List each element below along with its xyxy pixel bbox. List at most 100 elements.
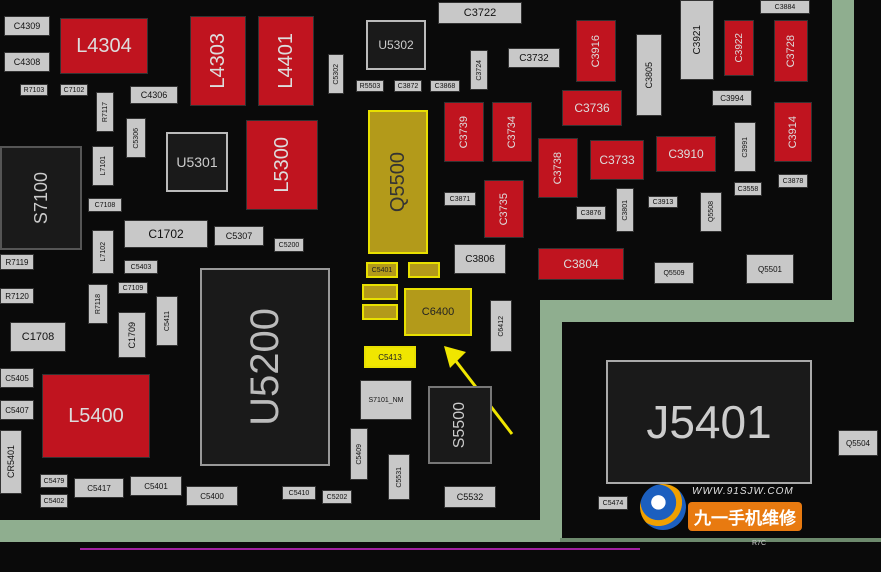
- inductor-l7101: L7101: [92, 146, 114, 186]
- resistor-r5503: R5503: [356, 80, 384, 92]
- capacitor-c5200: C5200: [274, 238, 304, 252]
- capacitor-small-highlighted-3[interactable]: [362, 304, 398, 320]
- capacitor-c3735: C3735: [484, 180, 524, 238]
- capacitor-c3728: C3728: [774, 20, 808, 82]
- capacitor-c5531: C5531: [388, 454, 410, 500]
- capacitor-c5411: C5411: [156, 296, 178, 346]
- capacitor-c5400: C5400: [186, 486, 238, 506]
- capacitor-c3921: C3921: [680, 0, 714, 80]
- capacitor-c3804: C3804: [538, 248, 624, 280]
- capacitor-c4306: C4306: [130, 86, 178, 104]
- capacitor-c5410: C5410: [282, 486, 316, 500]
- capacitor-c3738: C3738: [538, 138, 578, 198]
- capacitor-c3884: C3884: [760, 0, 810, 14]
- capacitor-c3868: C3868: [430, 80, 460, 92]
- ic-u5301: U5301: [166, 132, 228, 192]
- capacitor-c5403: C5403: [124, 260, 158, 274]
- capacitor-c5417: C5417: [74, 478, 124, 498]
- capacitor-c7102: C7102: [60, 84, 88, 96]
- ic-u5302: U5302: [366, 20, 426, 70]
- resistor-r7120: R7120: [0, 288, 34, 304]
- capacitor-c5402: C5402: [40, 494, 68, 508]
- watermark-logo: WWW.91SJW.COM 九一手机维修: [640, 480, 810, 536]
- trace-bottom-right: [560, 538, 881, 542]
- capacitor-c5413-highlighted[interactable]: C5413: [364, 346, 416, 368]
- capacitor-c3736: C3736: [562, 90, 622, 126]
- capacitor-c3876: C3876: [576, 206, 606, 220]
- capacitor-c5306: C5306: [126, 118, 146, 158]
- capacitor-c1709: C1709: [118, 312, 146, 358]
- logo-swirl-icon: [640, 484, 686, 530]
- diode-cr5401: CR5401: [0, 430, 22, 494]
- shield-s7100: S7100: [0, 146, 82, 250]
- capacitor-c5479: C5479: [40, 474, 68, 488]
- capacitor-c3805: C3805: [636, 34, 662, 116]
- inductor-l7102: L7102: [92, 230, 114, 274]
- inductor-l4304: L4304: [60, 18, 148, 74]
- capacitor-c5405: C5405: [0, 368, 34, 388]
- watermark-name: 九一手机维修: [688, 502, 802, 531]
- capacitor-c3724: C3724: [470, 50, 488, 90]
- mosfet-q5500-highlighted[interactable]: Q5500: [368, 110, 428, 254]
- capacitor-c1708: C1708: [10, 322, 66, 352]
- capacitor-c7109: C7109: [118, 282, 148, 294]
- trace-magenta-outline: [80, 548, 640, 550]
- capacitor-small-highlighted-1[interactable]: [408, 262, 440, 278]
- mosfet-q5508: Q5508: [700, 192, 722, 232]
- ic-c6400-highlighted[interactable]: C6400: [404, 288, 472, 336]
- capacitor-c3733: C3733: [590, 140, 644, 180]
- capacitor-c5302: C5302: [328, 54, 344, 94]
- capacitor-c3806: C3806: [454, 244, 506, 274]
- capacitor-c5401-highlighted[interactable]: C5401: [366, 262, 398, 278]
- capacitor-c3878: C3878: [778, 174, 808, 188]
- capacitor-c3722: C3722: [438, 2, 522, 24]
- capacitor-c3922: C3922: [724, 20, 754, 76]
- mosfet-q5504: Q5504: [838, 430, 878, 456]
- trace-right-horizontal: [540, 300, 854, 322]
- capacitor-c7108: C7108: [88, 198, 122, 212]
- capacitor-c3801: C3801: [616, 188, 634, 232]
- inductor-l5300: L5300: [246, 120, 318, 210]
- capacitor-c5409: C5409: [350, 428, 368, 480]
- trace-right-lower: [540, 300, 562, 542]
- capacitor-c3991: C3991: [734, 122, 756, 172]
- label-r7c: R7C: [752, 540, 767, 547]
- capacitor-c3913: C3913: [648, 196, 678, 208]
- capacitor-small-highlighted-2[interactable]: [362, 284, 398, 300]
- capacitor-c4309: C4309: [4, 16, 50, 36]
- capacitor-c5474: C5474: [598, 496, 628, 510]
- shield-s5500: S5500: [428, 386, 492, 464]
- capacitor-c6412: C6412: [490, 300, 512, 352]
- inductor-l4401: L4401: [258, 16, 314, 106]
- watermark-url: WWW.91SJW.COM: [692, 486, 794, 497]
- resistor-r7118: R7118: [88, 284, 108, 324]
- resistor-r7117: R7117: [96, 92, 114, 132]
- capacitor-c5401: C5401: [130, 476, 182, 496]
- capacitor-c3910: C3910: [656, 136, 716, 172]
- capacitor-c5202: C5202: [322, 490, 352, 504]
- capacitor-c3994: C3994: [712, 90, 752, 106]
- mosfet-q5501: Q5501: [746, 254, 794, 284]
- capacitor-c3872: C3872: [394, 80, 422, 92]
- capacitor-c3871: C3871: [444, 192, 476, 206]
- capacitor-c3916: C3916: [576, 20, 616, 82]
- capacitor-c5407: C5407: [0, 400, 34, 420]
- capacitor-c3734: C3734: [492, 102, 532, 162]
- resistor-r7119: R7119: [0, 254, 34, 270]
- mosfet-q5509: Q5509: [654, 262, 694, 284]
- inductor-l4303: L4303: [190, 16, 246, 106]
- capacitor-c5307: C5307: [214, 226, 264, 246]
- capacitor-c3739: C3739: [444, 102, 484, 162]
- inductor-l5400: L5400: [42, 374, 150, 458]
- capacitor-c3558: C3558: [734, 182, 762, 196]
- capacitor-c5532: C5532: [444, 486, 496, 508]
- resistor-r7103: R7103: [20, 84, 48, 96]
- trace-right-vertical: [832, 0, 854, 300]
- capacitor-c3732: C3732: [508, 48, 560, 68]
- trace-bottom-horizontal: [0, 520, 560, 542]
- switch-s7101-nm: S7101_NM: [360, 380, 412, 420]
- ic-u5200: U5200: [200, 268, 330, 466]
- capacitor-c3914: C3914: [774, 102, 812, 162]
- capacitor-c1702: C1702: [124, 220, 208, 248]
